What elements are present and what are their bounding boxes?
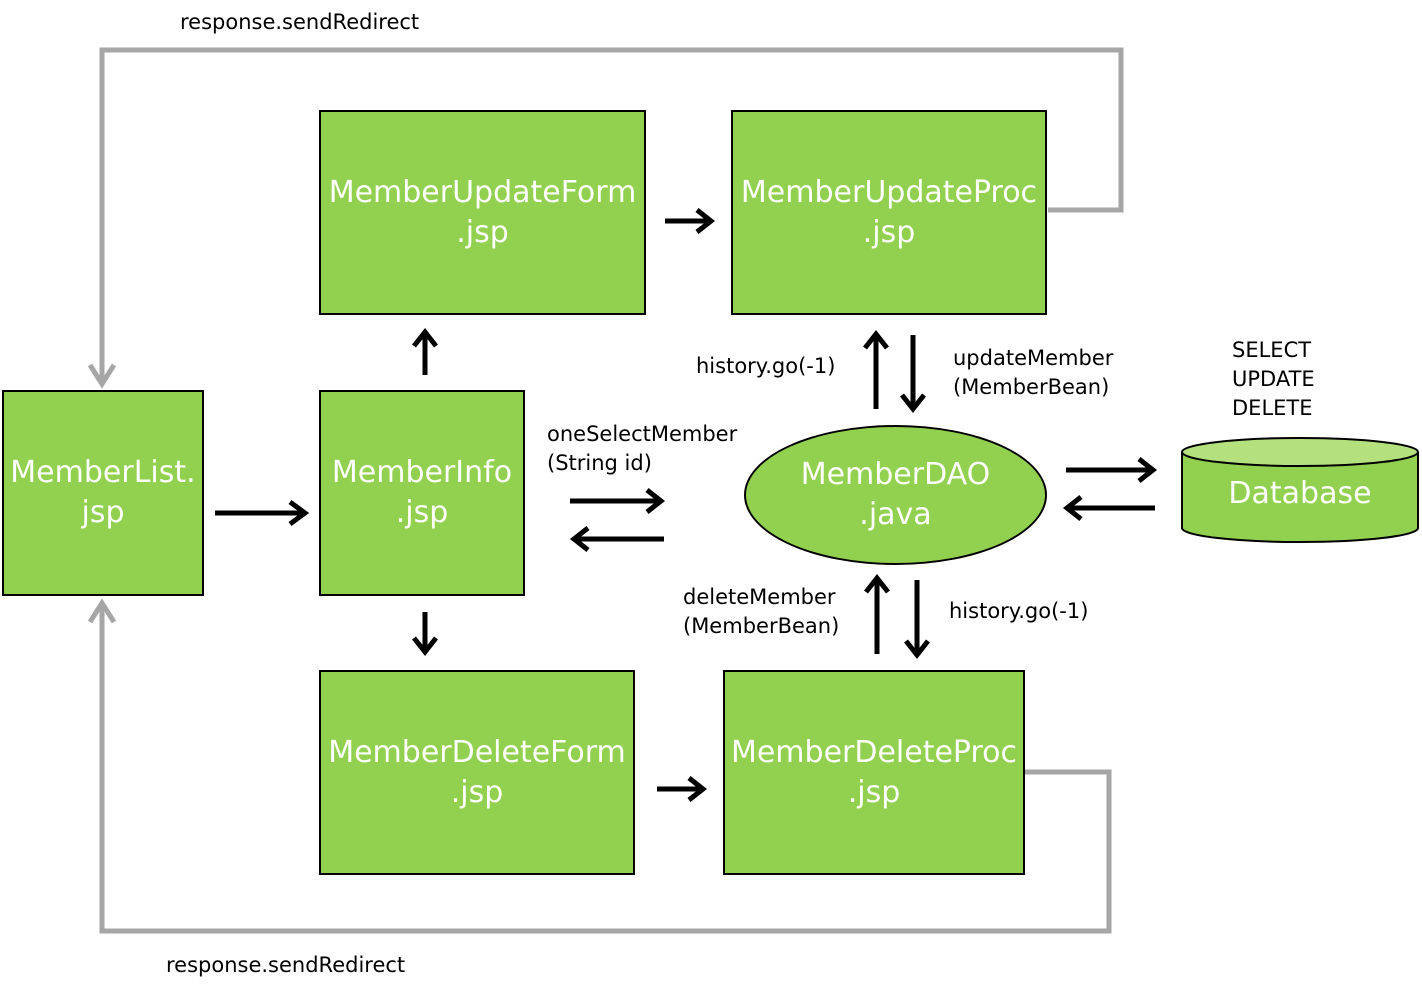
member-info-line1: MemberInfo bbox=[331, 455, 513, 490]
one-select-member-label: oneSelectMember (String id) bbox=[547, 420, 737, 478]
database-cylinder bbox=[1181, 437, 1419, 543]
arrow-info-to-delete-form bbox=[412, 612, 438, 657]
update-proc-line2: .jsp bbox=[862, 214, 916, 250]
member-info-node: MemberInfo .jsp bbox=[319, 390, 525, 596]
arrow-dao-to-info bbox=[569, 526, 664, 552]
update-member-line2: (MemberBean) bbox=[953, 375, 1110, 399]
sql-delete: DELETE bbox=[1232, 396, 1313, 420]
delete-member-line1: deleteMember bbox=[683, 585, 836, 609]
delete-form-line2: .jsp bbox=[450, 774, 504, 810]
redirect-top-line bbox=[99, 47, 1124, 384]
history-delete-label: history.go(-1) bbox=[949, 599, 1089, 623]
member-update-form-node: MemberUpdateForm .jsp bbox=[319, 110, 646, 315]
member-dao-line1: MemberDAO bbox=[800, 457, 991, 492]
one-select-line2: (String id) bbox=[547, 451, 652, 475]
redirect-bottom-line bbox=[99, 603, 1112, 934]
one-select-line1: oneSelectMember bbox=[547, 422, 738, 446]
update-form-line2: .jsp bbox=[456, 214, 509, 250]
delete-form-line1: MemberDeleteForm bbox=[328, 734, 626, 770]
redirect-top-label: response.sendRedirect bbox=[180, 10, 420, 34]
sql-operations-label: SELECT UPDATE DELETE bbox=[1232, 336, 1315, 423]
arrow-info-to-dao bbox=[570, 488, 666, 514]
member-delete-proc-node: MemberDeleteProc .jsp bbox=[723, 670, 1025, 875]
member-list-node: MemberList. jsp bbox=[2, 390, 204, 596]
member-dao-line2: .java bbox=[859, 497, 932, 532]
member-delete-form-node: MemberDeleteForm .jsp bbox=[319, 670, 635, 875]
arrow-info-to-update-form bbox=[412, 327, 438, 375]
member-list-line1: MemberList. bbox=[10, 455, 196, 490]
member-info-line2: .jsp bbox=[395, 495, 449, 530]
delete-member-line2: (MemberBean) bbox=[683, 614, 840, 638]
arrow-dao-to-database bbox=[1066, 457, 1158, 483]
delete-proc-line2: .jsp bbox=[847, 774, 901, 810]
member-list-line2: jsp bbox=[81, 495, 125, 530]
arrow-update-form-to-proc bbox=[665, 208, 716, 234]
update-member-label: updateMember (MemberBean) bbox=[953, 344, 1113, 402]
member-dao-node: MemberDAO .java bbox=[744, 425, 1047, 565]
redirect-bottom-label: response.sendRedirect bbox=[166, 953, 406, 977]
redirect-bottom-arrowhead bbox=[87, 598, 117, 624]
arrow-delete-form-to-proc bbox=[657, 776, 708, 802]
delete-member-label: deleteMember (MemberBean) bbox=[683, 583, 839, 641]
redirect-top-arrowhead bbox=[87, 363, 117, 389]
sql-update: UPDATE bbox=[1232, 367, 1315, 391]
sql-select: SELECT bbox=[1232, 338, 1312, 362]
arrow-database-to-dao bbox=[1062, 495, 1155, 521]
arrow-delete-proc-to-dao bbox=[864, 573, 890, 654]
history-update-label: history.go(-1) bbox=[696, 354, 836, 378]
arrow-dao-to-delete-proc bbox=[904, 580, 930, 660]
update-member-line1: updateMember bbox=[953, 346, 1114, 370]
member-update-proc-node: MemberUpdateProc .jsp bbox=[731, 110, 1047, 315]
update-form-line1: MemberUpdateForm bbox=[328, 174, 637, 210]
database-label: Database bbox=[1228, 476, 1372, 511]
arrow-list-to-info bbox=[215, 499, 310, 527]
delete-proc-line1: MemberDeleteProc bbox=[730, 734, 1018, 770]
update-proc-line1: MemberUpdateProc bbox=[740, 174, 1038, 210]
arrow-dao-to-update-proc bbox=[863, 329, 889, 409]
arrow-update-proc-to-dao bbox=[900, 335, 926, 414]
